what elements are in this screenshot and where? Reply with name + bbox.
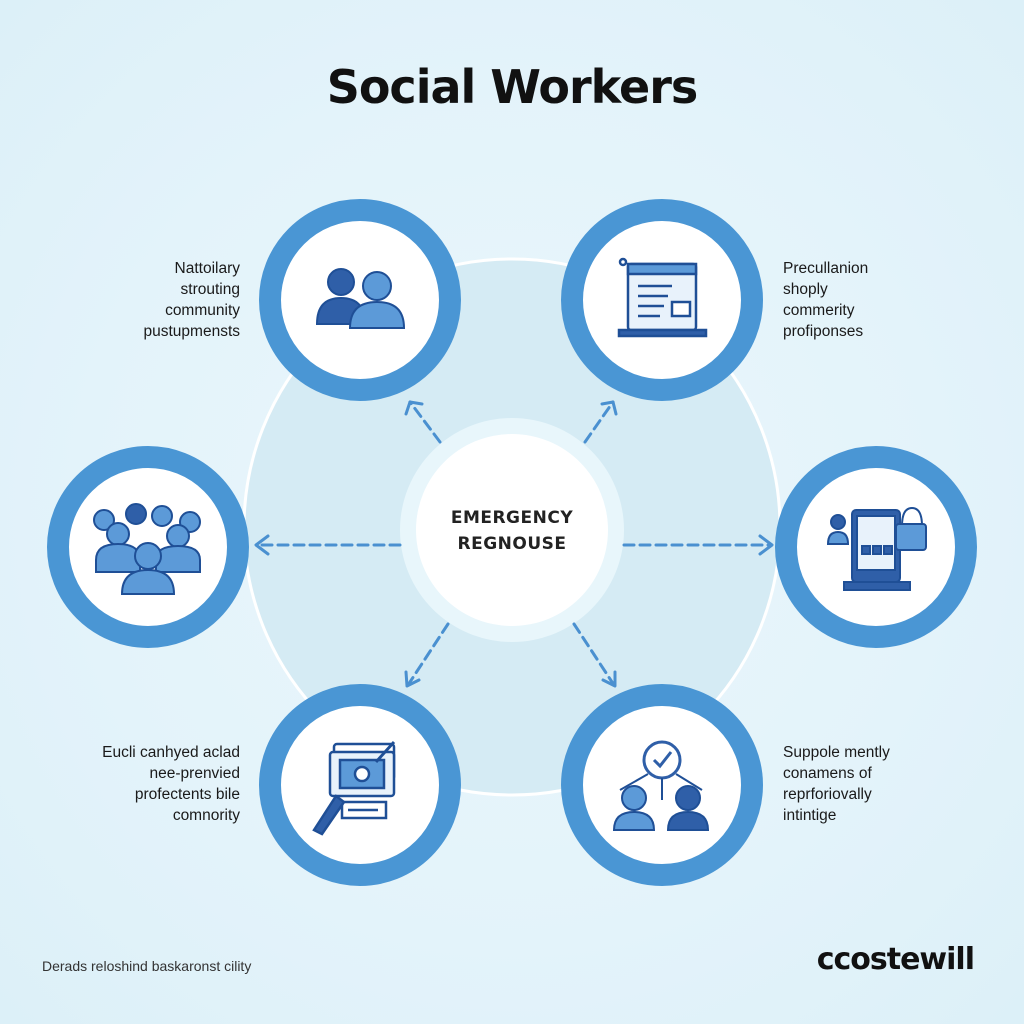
tablet-lock-icon <box>826 506 927 591</box>
caption-line: profiponses <box>783 323 864 340</box>
arrow-top-right <box>583 400 615 444</box>
caption-line: pustupmensts <box>143 323 241 340</box>
footer-note: Derads reloshind baskaronst cility <box>42 958 252 974</box>
top-right-caption: Precullanion shoply commerity profiponse… <box>783 258 973 342</box>
tools-document-icon <box>312 740 396 836</box>
center-circle <box>416 434 608 626</box>
brand-logo: ccostewill <box>816 942 975 977</box>
arrow-bottom-right <box>572 622 616 687</box>
arrows <box>256 400 772 687</box>
caption-line: shoply <box>783 281 828 298</box>
bottom-left-caption: Eucli canhyed aclad nee-prenvied profect… <box>40 742 240 826</box>
center-label: EMERGENCY REGNOUSE <box>412 505 612 557</box>
two-people-icon <box>315 268 406 329</box>
caption-line: Suppole mently <box>783 744 890 761</box>
bottom-right-caption: Suppole mently conamens of reprforiovall… <box>783 742 983 826</box>
caption-line: commerity <box>783 302 855 319</box>
caption-line: community <box>165 302 240 319</box>
caption-line: Eucli canhyed aclad <box>102 744 240 761</box>
caption-line: Precullanion <box>783 260 869 277</box>
caption-line: comnority <box>172 807 240 824</box>
arrow-bottom-left <box>406 622 450 687</box>
laptop-document-icon <box>617 257 708 338</box>
checkmark-network-icon <box>612 740 710 831</box>
caption-line: nee-prenvied <box>149 765 240 782</box>
caption-line: reprforiovally <box>783 786 872 803</box>
top-left-caption: Nattoilary strouting community pustupmen… <box>60 258 241 342</box>
caption-line: profectents bile <box>134 786 240 803</box>
node-top-left <box>259 199 461 401</box>
center-label-line-2: REGNOUSE <box>457 534 567 554</box>
caption-line: strouting <box>180 281 240 298</box>
center-label-line-1: EMERGENCY <box>450 508 574 528</box>
caption-line: intintige <box>783 807 837 824</box>
caption-line: Nattoilary <box>174 260 240 277</box>
arrow-top-left <box>408 400 442 444</box>
group-people-icon <box>93 503 201 595</box>
arrow-heads <box>254 400 774 688</box>
diagram-title: Social Workers <box>326 60 699 114</box>
caption-line: conamens of <box>783 765 872 782</box>
